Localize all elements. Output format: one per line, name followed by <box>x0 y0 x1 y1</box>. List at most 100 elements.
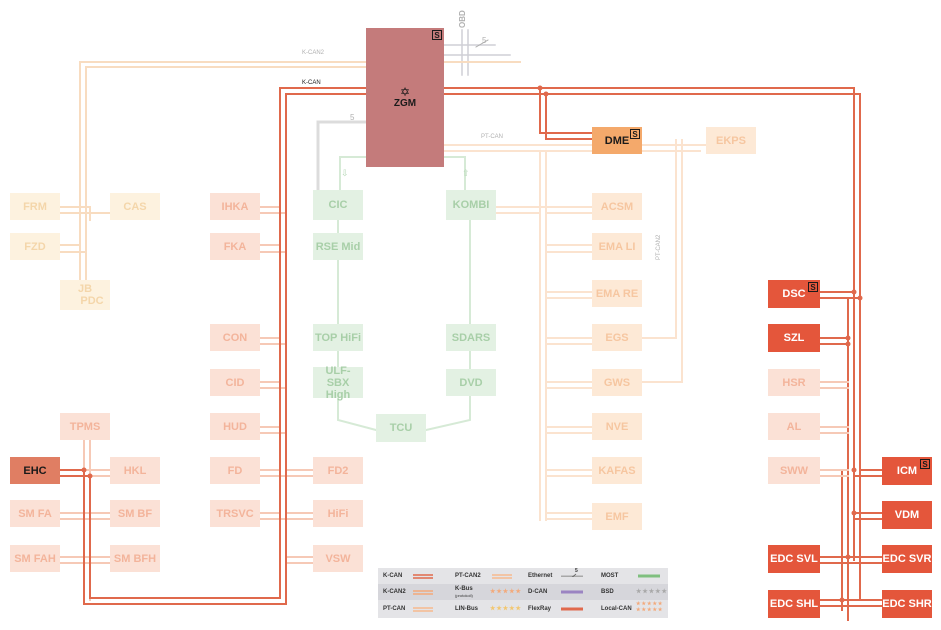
legend-localcan-stars-icon: ★★★★★★★★★★ <box>636 601 664 613</box>
node-tcu[interactable]: TCU <box>376 414 426 442</box>
node-vsw[interactable]: VSW <box>313 545 363 572</box>
legend-dcan-line <box>561 590 583 594</box>
node-szl[interactable]: SZL <box>768 324 820 352</box>
legend-bsd-label: BSD <box>601 589 614 595</box>
legend-kcan2-line <box>413 590 433 595</box>
node-hkl[interactable]: HKL <box>110 457 160 484</box>
ptcan-dim-lines <box>443 139 707 521</box>
node-dsc[interactable]: DSC S <box>768 280 820 308</box>
star-icon: ✡ <box>399 84 411 99</box>
kcan-top-label: K-CAN <box>302 80 321 86</box>
node-acsm[interactable]: ACSM <box>592 193 642 220</box>
legend-linbus-label: LIN-Bus <box>455 606 478 612</box>
node-fzd[interactable]: FZD <box>10 233 60 260</box>
legend-flexray-label: FlexRay <box>528 606 552 612</box>
node-sm-fah[interactable]: SM FAH <box>10 545 60 572</box>
node-dvd[interactable]: DVD <box>446 369 496 396</box>
legend: K-CAN PT-CAN2 Ethernet 5 MOST K-CAN2 K-B… <box>378 568 668 618</box>
most-arrow-up-icon: ⇧ <box>462 168 470 178</box>
node-trsvc[interactable]: TRSVC <box>210 500 260 527</box>
node-ulf-sbx-high[interactable]: ULF-SBX High <box>313 365 363 401</box>
legend-kbus-stars-icon: ★★★★★ <box>490 589 522 595</box>
node-ehc[interactable]: EHC <box>10 457 60 484</box>
node-nve[interactable]: NVE <box>592 413 642 440</box>
legend-ethernet-line <box>561 573 583 577</box>
node-top-hifi[interactable]: TOP HiFi <box>313 324 363 351</box>
node-edc-shl[interactable]: EDC SHL <box>768 590 820 618</box>
zgm-gateway-node[interactable]: S ✡ ZGM <box>366 28 444 167</box>
node-ihka[interactable]: IHKA <box>210 193 260 220</box>
legend-most-line <box>638 574 660 578</box>
ethernet-dim-lines <box>316 120 368 192</box>
node-edc-svl[interactable]: EDC SVL <box>768 545 820 573</box>
node-fka[interactable]: FKA <box>210 233 260 260</box>
legend-linbus-stars-icon: ★★★★★ <box>490 606 522 612</box>
dme-s-badge: S <box>630 129 640 139</box>
dsc-s-badge: S <box>808 282 818 292</box>
legend-kbus-label: K-Bus <box>455 586 473 592</box>
legend-ptcan-label: PT-CAN <box>383 606 406 612</box>
node-frm[interactable]: FRM <box>10 193 60 220</box>
legend-ptcan-line <box>413 607 433 612</box>
legend-flexray-line <box>561 607 583 611</box>
icm-s-badge: S <box>920 459 930 469</box>
zgm-s-badge: S <box>432 30 442 40</box>
legend-kcan-line <box>413 574 433 579</box>
node-jb-label: JB <box>77 283 93 295</box>
node-kombi[interactable]: KOMBI <box>446 190 496 220</box>
node-vdm[interactable]: VDM <box>882 501 932 529</box>
ptcan2-vertical-label: PT-CAN2 <box>656 234 662 260</box>
node-hud[interactable]: HUD <box>210 413 260 440</box>
node-sm-fa[interactable]: SM FA <box>10 500 60 527</box>
node-ema-li[interactable]: EMA LI <box>592 233 642 260</box>
node-sm-bf[interactable]: SM BF <box>110 500 160 527</box>
node-dsc-label: DSC <box>782 288 806 300</box>
node-sm-bfh[interactable]: SM BFH <box>110 545 160 572</box>
kcan2-dim-lines <box>59 61 521 291</box>
legend-dcan-label: D-CAN <box>528 589 548 595</box>
node-emf[interactable]: EMF <box>592 503 642 530</box>
legend-kbus-sub: (protokoll) <box>455 593 473 598</box>
node-cid[interactable]: CID <box>210 369 260 396</box>
legend-kcan-label: K-CAN <box>383 573 403 579</box>
node-ema-re[interactable]: EMA RE <box>592 280 642 307</box>
node-cic[interactable]: CIC <box>313 190 363 220</box>
node-edc-svr[interactable]: EDC SVR <box>882 545 932 573</box>
kcan-active-lines <box>59 87 883 621</box>
node-egs[interactable]: EGS <box>592 324 642 351</box>
node-sdars[interactable]: SDARS <box>446 324 496 351</box>
node-icm-label: ICM <box>896 465 918 477</box>
node-fd[interactable]: FD <box>210 457 260 484</box>
node-dme[interactable]: DME S <box>592 127 642 154</box>
node-edc-shr[interactable]: EDC SHR <box>882 590 932 618</box>
node-icm[interactable]: ICM S <box>882 457 932 485</box>
legend-localcan-label: Local-CAN <box>601 606 632 612</box>
node-kafas[interactable]: KAFAS <box>592 457 642 484</box>
most-arrow-down-icon: ⇩ <box>341 168 349 178</box>
obd-label: OBD <box>458 10 467 28</box>
node-con[interactable]: CON <box>210 324 260 351</box>
most-dim-lines <box>337 156 471 432</box>
zgm-label: ZGM <box>393 97 417 109</box>
node-al[interactable]: AL <box>768 413 820 440</box>
node-pdc-label: PDC <box>80 295 104 307</box>
obd-ethernet-mark <box>475 39 489 48</box>
legend-kcan2-label: K-CAN2 <box>383 589 406 595</box>
node-cas[interactable]: CAS <box>110 193 160 220</box>
node-jb-pdc[interactable]: JB PDC <box>60 280 110 310</box>
node-sww[interactable]: SWW <box>768 457 820 484</box>
node-gws[interactable]: GWS <box>592 369 642 396</box>
node-rse-mid[interactable]: RSE Mid <box>313 233 363 260</box>
legend-ethernet-label: Ethernet <box>528 573 553 579</box>
node-hsr[interactable]: HSR <box>768 369 820 396</box>
legend-row-highlight <box>378 584 668 600</box>
node-ekps[interactable]: EKPS <box>706 127 756 154</box>
kcan-dim-right <box>819 381 849 477</box>
node-tpms[interactable]: TPMS <box>60 413 110 440</box>
node-hifi[interactable]: HiFi <box>313 500 363 527</box>
legend-ethernet-count: 5 <box>575 568 578 574</box>
node-fd2[interactable]: FD2 <box>313 457 363 484</box>
